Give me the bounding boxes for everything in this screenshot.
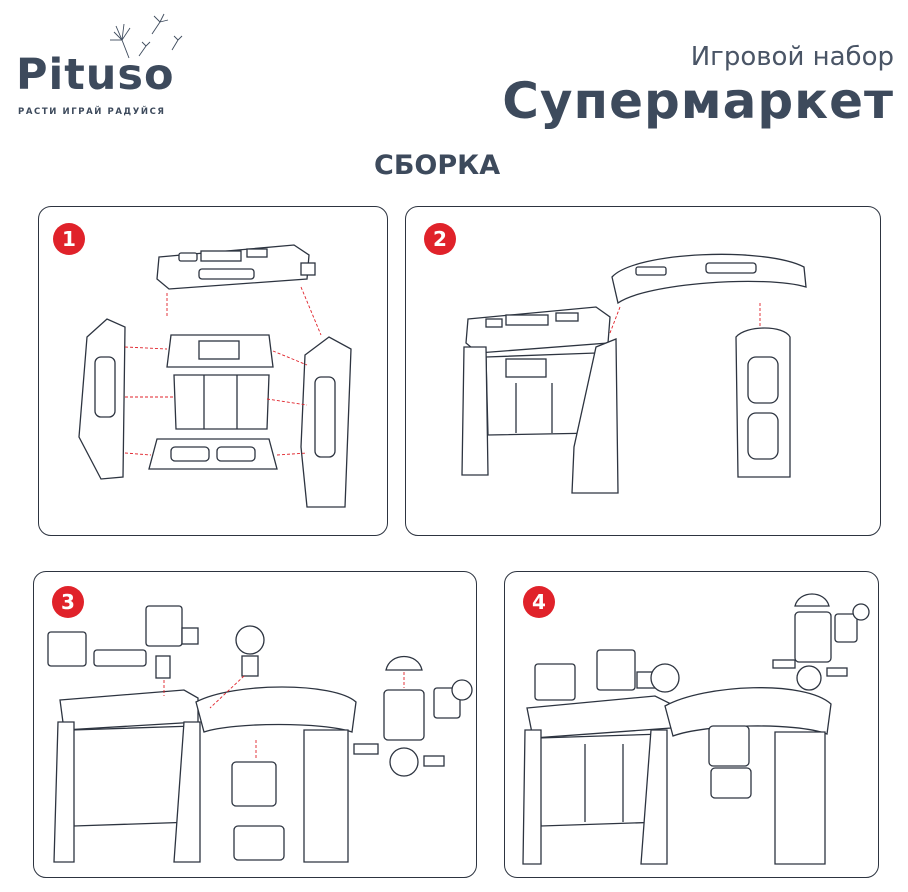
product-subtitle: Игровой набор: [690, 42, 894, 72]
pituso-logo: Pituso РАСТИ ИГРАЙ РАДУЙСЯ: [14, 10, 194, 120]
step-1-panel: 1: [38, 206, 388, 536]
product-title: Супермаркет: [502, 72, 894, 130]
step-1-badge: 1: [53, 223, 85, 255]
step-4-panel: 4: [504, 571, 879, 878]
brand-name: Pituso: [16, 50, 175, 100]
step-1-illustration: [78, 244, 352, 508]
step-2-panel: 2: [405, 206, 881, 536]
dandelion-icon: [110, 13, 183, 59]
step-2-illustration: [461, 253, 807, 494]
step-4-illustration: [522, 593, 870, 865]
step-4-badge: 4: [523, 586, 555, 618]
section-heading: СБОРКА: [374, 150, 501, 181]
step-2-badge: 2: [424, 223, 456, 255]
step-3-panel: 3: [33, 571, 477, 878]
step-3-illustration: [47, 605, 473, 863]
brand-tagline: РАСТИ ИГРАЙ РАДУЙСЯ: [18, 107, 166, 117]
step-3-badge: 3: [52, 586, 84, 618]
